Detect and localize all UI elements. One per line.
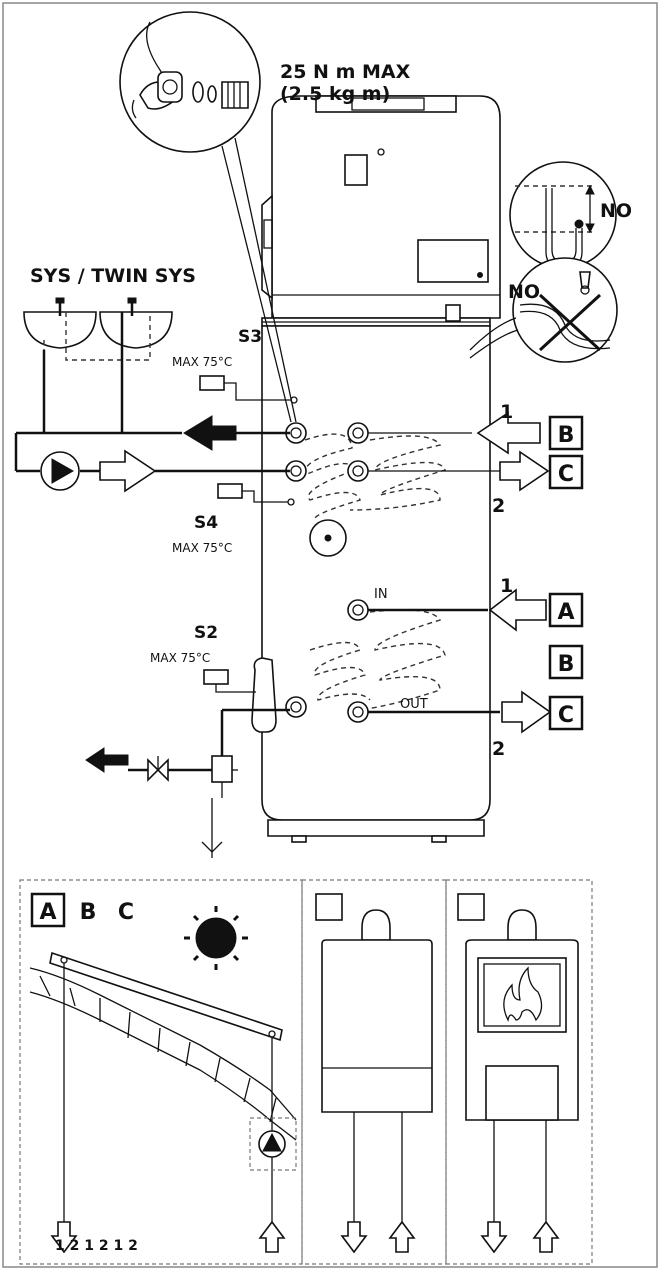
fitting-out-left: [285, 696, 307, 718]
sensor-s3-label: S3: [238, 327, 262, 347]
outline-arrow-icon: [340, 1221, 368, 1254]
outline-arrow-icon: [99, 449, 157, 493]
water-heater-tank: [251, 95, 501, 843]
outline-arrow-icon: [488, 588, 547, 632]
outline-arrow-icon: [501, 690, 552, 734]
filled-arrow-icon: [183, 415, 237, 451]
pump-icon: [40, 451, 80, 491]
outline-arrow-icon: [499, 450, 550, 492]
torque-label-line2: (2.5 kg m): [280, 83, 390, 105]
no-label-top: NO: [600, 200, 632, 222]
fitting-s4-in: [347, 460, 369, 482]
solar-panel-section: [19, 879, 303, 1265]
torque-label-line1: 25 N m MAX: [280, 61, 411, 83]
svg-text:A: A: [557, 600, 574, 625]
svg-text:C: C: [558, 703, 574, 728]
box-c-upper: C: [548, 454, 584, 490]
boiler-unit: [315, 893, 433, 1254]
outline-arrow-icon: [50, 1221, 78, 1254]
panel-letter-c: C: [118, 900, 134, 925]
outline-arrow-icon: [388, 1220, 416, 1253]
box-a-lower: A: [548, 592, 584, 628]
collector-panels-sys: [23, 297, 173, 361]
fitting-in: [347, 599, 369, 621]
pump-icon: [258, 1130, 286, 1158]
sys-twin-sys-title: SYS / TWIN SYS: [30, 265, 196, 287]
panel-letter-b: B: [80, 900, 97, 925]
outline-arrow-icon: [532, 1220, 560, 1253]
no-label-middle: NO: [508, 281, 540, 303]
sun-icon: [184, 906, 248, 970]
tank-fittings: [285, 396, 369, 723]
panel-letter-a: A: [30, 892, 66, 928]
number-1-lower: 1: [500, 575, 513, 597]
cold-water-inlet: [85, 708, 290, 858]
in-label: IN: [374, 587, 388, 602]
stove-section: [445, 879, 593, 1265]
sensor-s3-max: MAX 75°C: [172, 355, 232, 369]
fitting-out: [347, 701, 369, 723]
fitting-s3-in: [347, 422, 369, 444]
outline-arrow-icon: [476, 411, 541, 455]
sensor-s3-box: [199, 375, 225, 391]
sensor-s4-max: MAX 75°C: [172, 541, 232, 555]
sensor-s4-box: [217, 483, 243, 499]
sensor-s4-label: S4: [194, 513, 218, 533]
box-b-upper: B: [548, 415, 584, 451]
drain-hose-detail-magnifier: [469, 257, 618, 363]
valve-icon: [147, 756, 169, 782]
outline-arrow-icon: [258, 1220, 286, 1253]
svg-text:A: A: [39, 900, 56, 925]
sensor-s3-wire: [224, 382, 291, 401]
number-2-upper: 2: [492, 495, 505, 517]
sensor-s2-box: [203, 669, 229, 685]
pump-station-box: [249, 1117, 297, 1171]
box-c-lower: C: [548, 695, 584, 731]
stove-unit: [457, 893, 579, 1254]
outline-arrow-icon: [480, 1221, 508, 1254]
number-2-lower: 2: [492, 738, 505, 760]
sensor-s2-wire: [215, 684, 256, 693]
sensor-s2-label: S2: [194, 623, 218, 643]
siphon-detail-magnifier: [509, 161, 617, 269]
sensor-s4-wire: [242, 490, 288, 503]
number-1-upper: 1: [500, 401, 513, 423]
torque-detail-magnifier: [119, 11, 297, 423]
box-b-lower: B: [548, 644, 584, 680]
sys-circuit-lines: [14, 312, 290, 473]
roof-solar-collector: [29, 951, 297, 1141]
right-connection-lines: [368, 432, 500, 714]
svg-text:B: B: [558, 652, 575, 677]
sensor-s2-max: MAX 75°C: [150, 651, 210, 665]
out-label: OUT: [400, 697, 428, 712]
svg-text:C: C: [558, 462, 574, 487]
svg-text:B: B: [558, 423, 575, 448]
bottom-numbers: 1 2 1 2 1 2: [55, 1238, 138, 1254]
flame-icon: [503, 966, 543, 1022]
